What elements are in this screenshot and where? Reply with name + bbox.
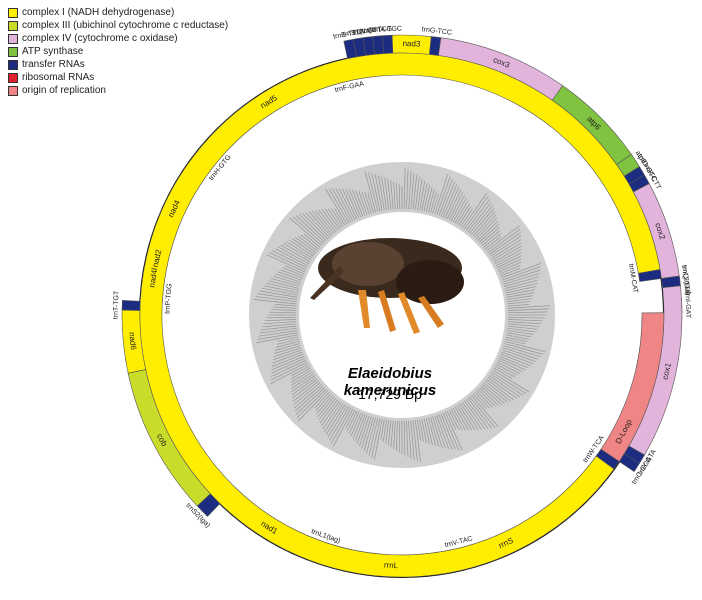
legend-swatch <box>8 60 18 70</box>
feature-label: trnM-CAT <box>627 263 639 294</box>
legend-swatch <box>8 73 18 83</box>
legend-item-complex-iv: complex IV (cytochrome c oxidase) <box>8 32 228 45</box>
legend-swatch <box>8 86 18 96</box>
legend-label: origin of replication <box>22 85 106 96</box>
legend-label: complex III (ubichinol cytochrome c redu… <box>22 20 228 31</box>
feature-arc-nad2 <box>140 53 660 577</box>
feature-arc-trnr-tcg <box>373 36 384 55</box>
feature-label: trnG-TCC <box>421 26 452 37</box>
gc-content-ring <box>254 168 551 463</box>
legend-item-complex-i: complex I (NADH dehydrogenase) <box>8 6 228 19</box>
legend-item-trna: transfer RNAs <box>8 58 228 71</box>
feature-label: trnQ-TTG <box>680 265 691 296</box>
beetle-image <box>310 238 464 334</box>
feature-label: trnI-GAT <box>684 292 692 319</box>
feature-label: nad6 <box>127 332 138 351</box>
legend-item-complex-iii: complex III (ubichinol cytochrome c redu… <box>8 19 228 32</box>
legend-item-origin: origin of replication <box>8 84 228 97</box>
legend-swatch <box>8 21 18 31</box>
legend-label: complex IV (cytochrome c oxidase) <box>22 33 178 44</box>
feature-arc-trna-tgc <box>382 35 392 53</box>
gc-ring-band <box>274 187 530 443</box>
legend-swatch <box>8 34 18 44</box>
legend-label: complex I (NADH dehydrogenase) <box>22 7 174 18</box>
legend-item-atp-synthase: ATP synthase <box>8 45 228 58</box>
legend-swatch <box>8 8 18 18</box>
feature-arc-trnt-tgt <box>122 300 140 310</box>
genome-length: 17,729 Bp <box>300 386 480 402</box>
feature-arcs <box>122 35 682 577</box>
legend-label: ATP synthase <box>22 46 83 57</box>
legend: complex I (NADH dehydrogenase) complex I… <box>8 6 228 97</box>
legend-label: ribosomal RNAs <box>22 72 94 83</box>
legend-swatch <box>8 47 18 57</box>
feature-label: trnT-TGT <box>113 290 121 319</box>
legend-label: transfer RNAs <box>22 59 85 70</box>
gc-tick <box>399 184 400 209</box>
legend-item-rrna: ribosomal RNAs <box>8 71 228 84</box>
feature-label: trnA-TGC <box>372 25 402 34</box>
feature-label: trnP-TGG <box>164 283 173 314</box>
feature-label: rrnL <box>384 561 399 571</box>
gc-tick <box>270 312 296 313</box>
feature-label: nad3 <box>402 39 421 49</box>
